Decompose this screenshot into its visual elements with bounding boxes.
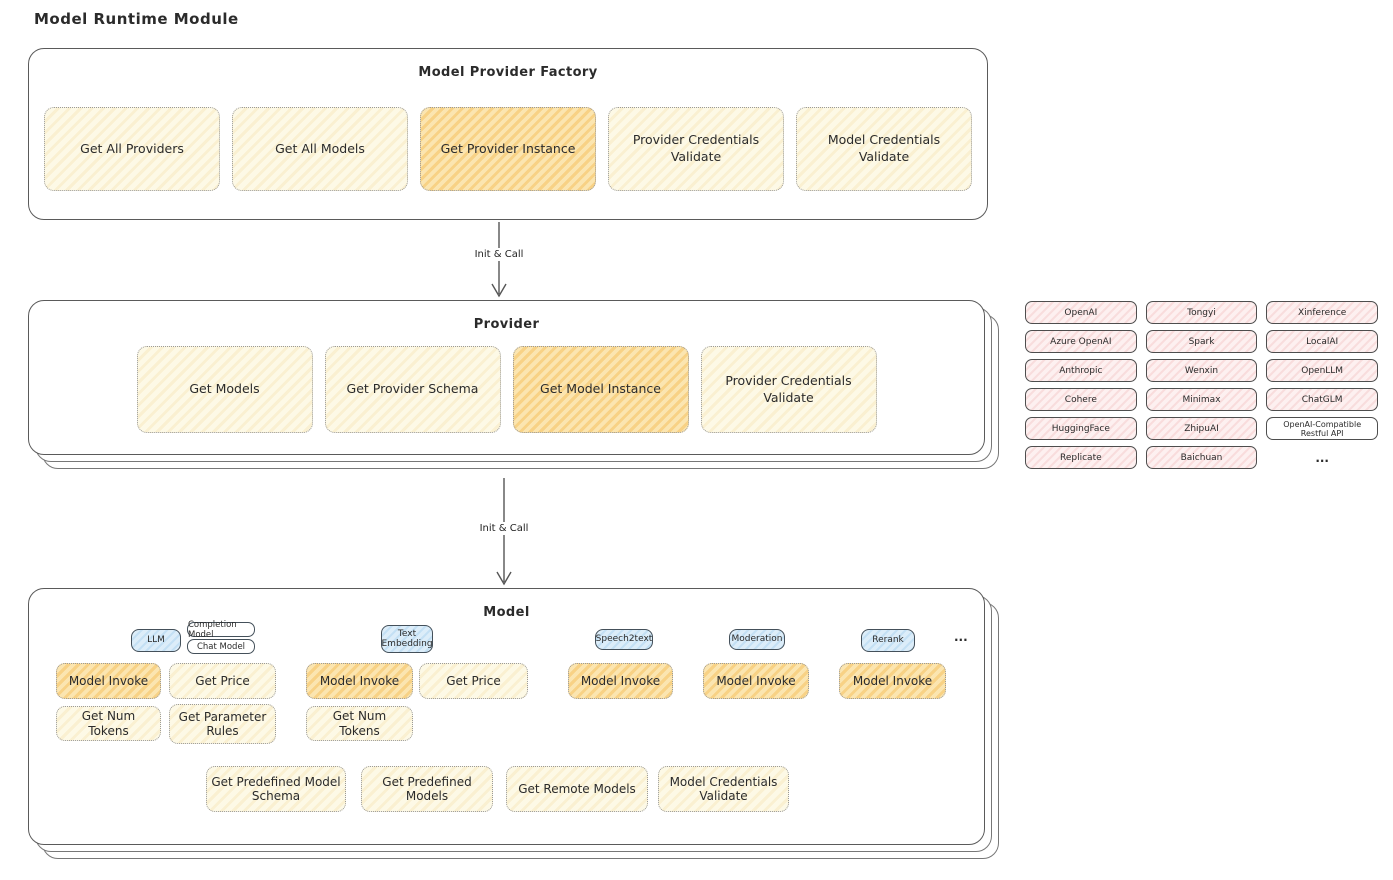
factory-box-model-credentials-validate: Model Credentials Validate xyxy=(796,107,972,191)
llm-get-num-tokens: Get Num Tokens xyxy=(56,706,161,741)
factory-container: Model Provider Factory Get All Providers… xyxy=(28,48,988,220)
factory-box-get-provider-instance: Get Provider Instance xyxy=(420,107,596,191)
provider-cell-localai: LocalAI xyxy=(1266,330,1378,353)
provider-title: Provider xyxy=(473,317,540,332)
model-get-predefined-models: Get Predefined Models xyxy=(361,766,493,812)
factory-title: Model Provider Factory xyxy=(418,65,598,80)
arrow2-label: Init & Call xyxy=(474,522,534,535)
embedding-model-invoke: Model Invoke xyxy=(306,663,413,699)
arrow-factory-to-provider: Init & Call xyxy=(469,222,529,298)
rerank-model-invoke: Model Invoke xyxy=(839,663,946,699)
providers-grid: OpenAI Tongyi Xinference Azure OpenAI Sp… xyxy=(1025,301,1378,469)
provider-cell-chatglm: ChatGLM xyxy=(1266,388,1378,411)
model-get-predefined-model-schema: Get Predefined Model Schema xyxy=(206,766,346,812)
arrow1-label: Init & Call xyxy=(469,248,529,261)
provider-box-get-provider-schema: Get Provider Schema xyxy=(324,346,501,433)
arrow-provider-to-model: Init & Call xyxy=(474,478,534,586)
provider-cell-xinference: Xinference xyxy=(1266,301,1378,324)
model-model-credentials-validate: Model Credentials Validate xyxy=(658,766,789,812)
tag-moderation: Moderation xyxy=(729,629,785,650)
llm-get-price: Get Price xyxy=(169,663,276,699)
tag-completion-model: Completion Model xyxy=(187,620,255,640)
provider-cell-replicate: Replicate xyxy=(1025,446,1137,469)
tag-rerank: Rerank xyxy=(861,629,915,652)
provider-cell-tongyi: Tongyi xyxy=(1145,301,1258,324)
model-container: Model LLM Completion Model Chat Model Te… xyxy=(28,588,985,845)
factory-box-provider-credentials-validate: Provider Credentials Validate xyxy=(608,107,784,191)
tag-speech2text: Speech2text xyxy=(595,629,653,650)
page-title: Model Runtime Module xyxy=(34,10,239,28)
provider-cell-baichuan: Baichuan xyxy=(1145,446,1258,469)
tags-more-dots: ... xyxy=(954,630,968,644)
model-get-remote-models: Get Remote Models xyxy=(506,766,648,812)
provider-cell-spark: Spark xyxy=(1145,330,1258,353)
provider-cell-azure-openai: Azure OpenAI xyxy=(1025,330,1137,353)
provider-box-get-models: Get Models xyxy=(136,346,313,433)
tag-llm: LLM xyxy=(131,629,181,652)
embedding-get-price: Get Price xyxy=(419,663,528,699)
provider-cell-openai: OpenAI xyxy=(1025,301,1137,324)
provider-cell-anthropic: Anthropic xyxy=(1025,359,1137,382)
provider-cell-openllm: OpenLLM xyxy=(1266,359,1378,382)
factory-box-get-all-providers: Get All Providers xyxy=(44,107,220,191)
provider-cell-openai-compatible-restful-api: OpenAI-Compatible Restful API xyxy=(1266,417,1378,440)
embedding-get-num-tokens: Get Num Tokens xyxy=(306,706,413,741)
factory-box-get-all-models: Get All Models xyxy=(232,107,408,191)
provider-box-provider-credentials-validate: Provider Credentials Validate xyxy=(700,346,877,433)
speech2text-model-invoke: Model Invoke xyxy=(568,663,673,699)
provider-cell-wenxin: Wenxin xyxy=(1145,359,1258,382)
moderation-model-invoke: Model Invoke xyxy=(703,663,809,699)
tag-text-embedding: Text Embedding xyxy=(381,625,433,653)
model-title: Model xyxy=(483,605,530,620)
tag-chat-model: Chat Model xyxy=(187,639,255,654)
provider-cell-cohere: Cohere xyxy=(1025,388,1137,411)
provider-cell-huggingface: HuggingFace xyxy=(1025,417,1137,440)
provider-container: Provider Get Models Get Provider Schema … xyxy=(28,300,985,455)
llm-model-invoke: Model Invoke xyxy=(56,663,161,699)
provider-cell-minimax: Minimax xyxy=(1145,388,1258,411)
provider-box-get-model-instance: Get Model Instance xyxy=(512,346,689,433)
llm-get-parameter-rules: Get Parameter Rules xyxy=(169,704,276,744)
provider-cell-zhipuai: ZhipuAI xyxy=(1145,417,1258,440)
provider-cell-more: ... xyxy=(1315,450,1329,465)
